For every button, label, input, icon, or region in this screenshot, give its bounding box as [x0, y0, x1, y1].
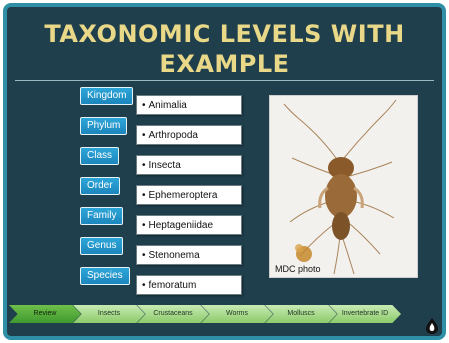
nav-insects-button[interactable]: Insects: [73, 305, 145, 323]
rank-label: Class: [80, 147, 120, 165]
rank-value: Ephemeroptera: [148, 190, 218, 201]
mayfly-nymph-illustration: [283, 99, 397, 275]
mdc-logo-icon: [426, 318, 438, 334]
rank-family: •Heptageniidae Family: [80, 207, 245, 237]
rank-label: Phylum: [80, 117, 128, 135]
nav-worms-button[interactable]: Worms: [201, 305, 273, 323]
rank-kingdom: •Animalia Kingdom: [80, 87, 245, 117]
rank-value: Arthropoda: [148, 130, 198, 141]
mayfly-nymph-photo: MDC photo: [269, 95, 418, 278]
slide-title-line-2: EXAMPLE: [159, 50, 290, 78]
rank-order: •Ephemeroptera Order: [80, 177, 245, 207]
rank-value-box: •Animalia: [136, 95, 242, 115]
rank-label: Kingdom: [80, 87, 134, 105]
rank-genus: •Stenonema Genus: [80, 237, 245, 267]
rank-value: Stenonema: [148, 250, 200, 261]
rank-phylum: •Arthropoda Phylum: [80, 117, 245, 147]
rank-label: Order: [80, 177, 120, 195]
rank-value: Insecta: [148, 160, 181, 171]
rank-value-box: •Stenonema: [136, 245, 242, 265]
title-divider: [15, 80, 434, 81]
nav-review-button[interactable]: Review: [9, 305, 81, 323]
nav-molluscs-button[interactable]: Molluscs: [265, 305, 337, 323]
rank-value-box: •Insecta: [136, 155, 242, 175]
rank-label: Family: [80, 207, 124, 225]
rank-value-box: •Heptageniidae: [136, 215, 242, 235]
rank-class: •Insecta Class: [80, 147, 245, 177]
slide: TAXONOMIC LEVELS WITH EXAMPLE •Animalia …: [3, 3, 446, 340]
rank-label: Genus: [80, 237, 124, 255]
nav-crustaceans-button[interactable]: Crustaceans: [137, 305, 209, 323]
rank-value-box: •Arthropoda: [136, 125, 242, 145]
nav-invertebrate-id-button[interactable]: Invertebrate ID: [329, 305, 401, 323]
rank-value: Heptageniidae: [148, 220, 214, 231]
slide-title-line-1: TAXONOMIC LEVELS WITH: [44, 20, 405, 48]
rank-value-box: •femoratum: [136, 275, 242, 295]
rank-value: femoratum: [148, 280, 197, 291]
photo-caption: MDC photo: [275, 264, 321, 274]
rank-species: •femoratum Species: [80, 267, 245, 297]
rank-value: Animalia: [148, 100, 187, 111]
rank-label: Species: [80, 267, 130, 285]
rank-value-box: •Ephemeroptera: [136, 185, 242, 205]
